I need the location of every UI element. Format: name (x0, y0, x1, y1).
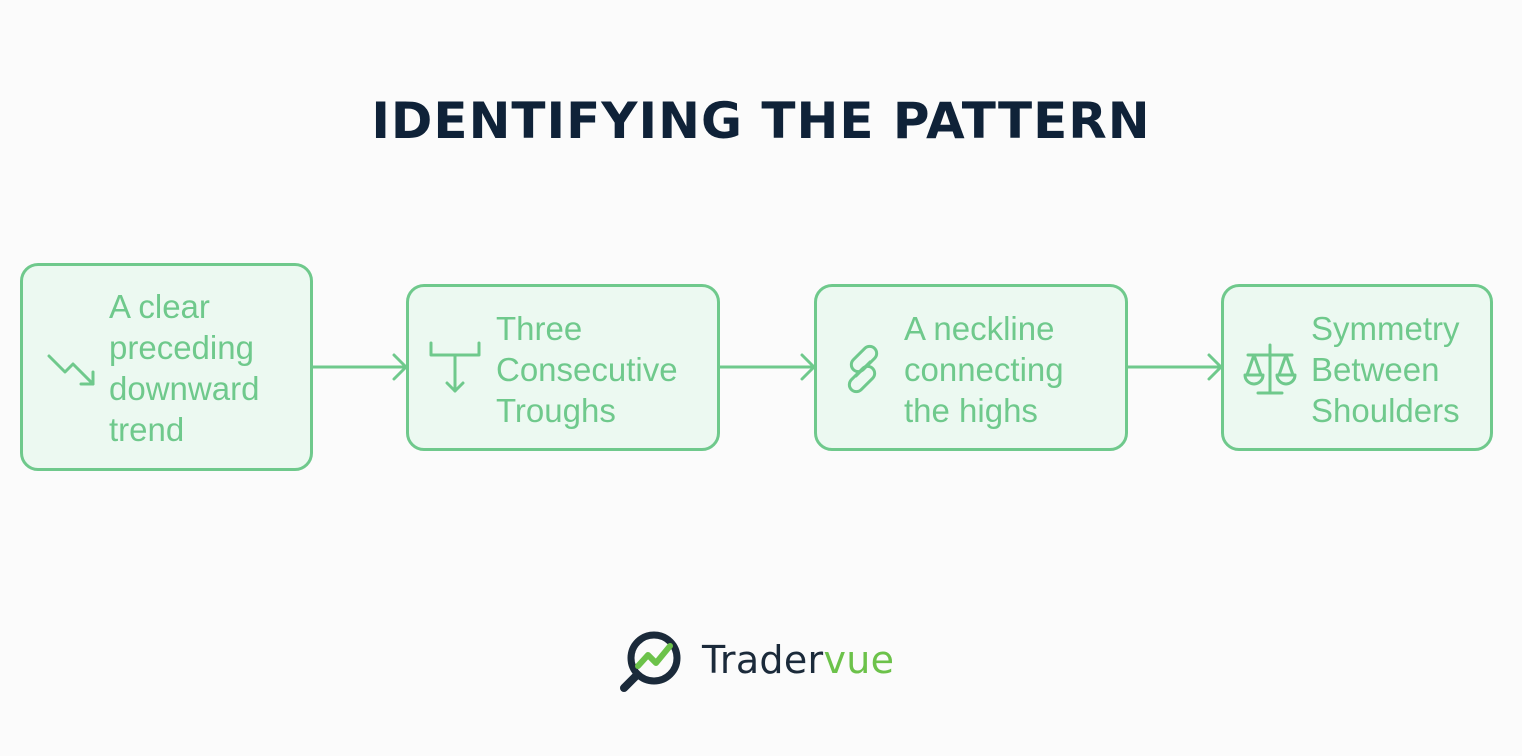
arrow-2-3 (718, 353, 816, 381)
step-label-1: A clear preceding downward trend (109, 288, 260, 448)
trend-down-icon (47, 354, 95, 386)
step-box-1: A clear preceding downward trend (20, 263, 313, 471)
page-title: IDENTIFYING THE PATTERN (371, 92, 1151, 150)
arrow-3-4 (1126, 353, 1223, 381)
brand-logo: Tradervue (618, 628, 894, 692)
trough-down-icon (429, 341, 481, 393)
step-box-2: Three Consecutive Troughs (406, 284, 720, 451)
step-label-4: Symmetry Between Shoulders (1311, 310, 1460, 429)
step-box-4: Symmetry Between Shoulders (1221, 284, 1493, 451)
arrow-1-2 (311, 353, 408, 381)
tradervue-logo-icon (620, 631, 681, 692)
balance-scale-icon (1243, 343, 1297, 395)
step-label-2: Three Consecutive Troughs (496, 310, 678, 429)
brand-name-main: Trader (702, 638, 824, 682)
link-icon (847, 344, 879, 394)
brand-name-accent: vue (823, 638, 895, 682)
brand-name: Tradervue (702, 638, 894, 682)
step-box-3: A neckline connecting the highs (814, 284, 1128, 451)
step-label-3: A neckline connecting the highs (904, 310, 1064, 429)
